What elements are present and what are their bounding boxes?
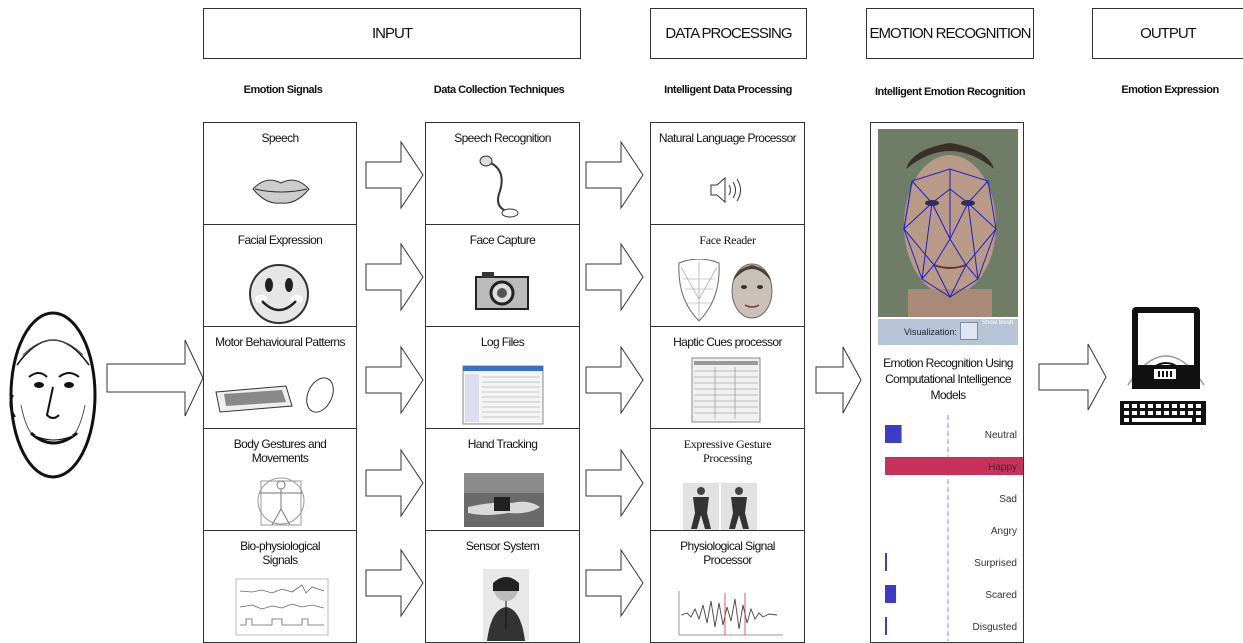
camera-icon [475,272,529,310]
emotion-label-angry: Angry [991,526,1017,537]
physiological-graph-icon [235,578,329,636]
sensor-person-photo [483,569,529,641]
hand-tracking-photo [464,473,544,527]
show-mesh-label: Show Mesh [982,320,1014,326]
emotion-bar-chart: NeutralHappySadAngrySurprisedScaredDisgu… [885,415,1023,641]
collection-label: Speech Recognition [454,131,551,145]
face-photo [731,263,773,319]
arrow-signals-to-collection-4 [365,448,424,518]
col-title-expression: Emotion Expression [1121,84,1219,96]
emotion-bar-scared [885,585,897,603]
person-head-image [9,311,97,479]
recognition-title: Emotion Recognition Using Computational … [883,356,1013,402]
collection-label: Sensor System [465,539,540,553]
gesture-photo [683,483,757,531]
processing-cell-face-reader: Face Reader [650,224,805,327]
signal-label: Bio-physiological Signals [240,539,320,567]
processing-cell-haptic: Haptic Cues processor [650,326,805,429]
emotion-bar-neutral [885,425,902,443]
emotion-bar-disgusted [885,617,887,635]
processing-cell-gesture: Expressive Gesture Processing [650,428,805,531]
arrow-recognition-to-output [1038,343,1107,411]
signal-cell-body-gestures: Body Gestures and Movements [203,428,357,531]
emotion-bar-happy [885,457,1023,475]
lips-icon [252,179,310,204]
collection-cell-sensor-system: Sensor System [425,530,580,643]
col-title-processing: Intelligent Data Processing [664,84,792,96]
signal-label: Speech [261,131,299,145]
haptic-table-icon [691,357,761,423]
signal-cell-motor-behaviour: Motor Behavioural Patterns [203,326,357,429]
collection-cell-hand-tracking: Hand Tracking [425,428,580,531]
speaker-icon [710,176,741,204]
signal-cell-facial-expression: Facial Expression [203,224,357,327]
header-data-processing: DATA PROCESSING [650,8,807,59]
emotion-label-disgusted: Disgusted [973,622,1017,633]
arrow-processing-to-recognition [815,346,862,414]
show-mesh-button[interactable] [960,322,978,340]
processing-label: Physiological Signal Processor [680,539,775,567]
arrow-collection-to-processing-1 [585,140,644,210]
vitruvian-man-icon [257,477,305,526]
signal-cell-bio-physiological: Bio-physiological Signals [203,530,357,643]
recognition-panel: Visualization: Show Mesh Emotion Recogni… [870,122,1024,643]
microphone-icon [479,155,519,218]
signal-waveform-icon [678,591,783,636]
col-title-signals: Emotion Signals [243,84,323,96]
emotion-label-happy: Happy [988,462,1017,473]
computer-icon [1120,307,1206,425]
emotion-label-surprised: Surprised [974,558,1017,569]
processing-cell-physiological: Physiological Signal Processor [650,530,805,643]
arrow-collection-to-processing-4 [585,448,644,518]
smiley-icon [249,264,309,324]
visualization-label: Visualization: [904,327,957,337]
arrow-collection-to-processing-5 [585,548,644,618]
signal-cell-speech: Speech [203,122,357,225]
header-output: OUTPUT [1092,8,1243,59]
collection-label: Log Files [480,335,525,349]
arrow-person-to-input [106,339,204,417]
face-mesh-photo [878,129,1018,317]
emotion-label-scared: Scared [985,590,1017,601]
collection-label: Face Capture [469,233,536,247]
arrow-signals-to-collection-5 [365,548,424,618]
emotion-bar-surprised [885,553,887,571]
face-mesh-diagram [678,259,720,322]
collection-label: Hand Tracking [467,437,538,451]
emotion-label-neutral: Neutral [985,430,1017,441]
visualization-bar: Visualization: Show Mesh [878,319,1018,345]
log-window-icon [462,365,544,425]
col-title-collection: Data Collection Techniques [433,84,565,96]
arrow-collection-to-processing-2 [585,242,644,312]
processing-cell-nlp: Natural Language Processor [650,122,805,225]
arrow-signals-to-collection-1 [365,140,424,210]
processing-label: Expressive Gesture Processing [683,437,772,465]
header-emotion-recognition: EMOTION RECOGNITION [866,8,1034,59]
col-title-recognition: Intelligent Emotion Recognition [874,86,1026,98]
keyboard-icon [215,385,293,413]
collection-cell-face-capture: Face Capture [425,224,580,327]
mouse-icon [306,377,334,413]
collection-cell-speech-recognition: Speech Recognition [425,122,580,225]
signal-label: Facial Expression [237,233,323,247]
arrow-collection-to-processing-3 [585,345,644,415]
collection-cell-log-files: Log Files [425,326,580,429]
arrow-signals-to-collection-3 [365,345,424,415]
processing-label: Natural Language Processor [658,131,797,145]
arrow-signals-to-collection-2 [365,242,424,312]
signal-label: Body Gestures and Movements [233,437,327,465]
signal-label: Motor Behavioural Patterns [215,335,345,349]
header-input: INPUT [203,8,581,59]
processing-label: Haptic Cues processor [673,335,782,349]
emotion-label-sad: Sad [999,494,1017,505]
processing-label: Face Reader [699,233,756,247]
